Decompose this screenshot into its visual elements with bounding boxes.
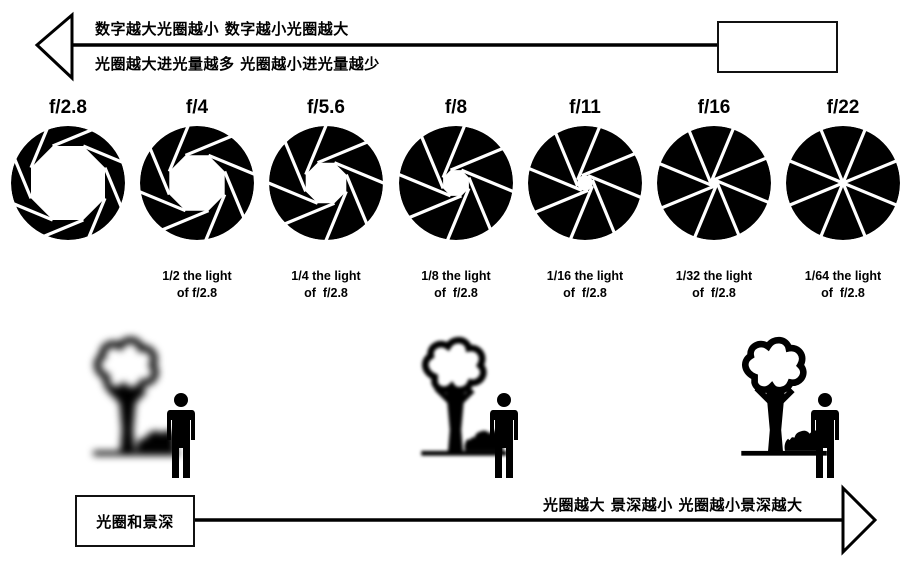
aperture-f5-6-icon [261,118,391,248]
bottom-scale-description: 光圈越大 景深越小 光圈越小景深越大 [543,496,803,514]
dof-title-box: 光圈和景深 [75,495,195,547]
light-caption: 1/8 the light of f/2.8 [421,269,491,300]
dof-title-label: 光圈和景深 [96,512,174,531]
fstop-label: f/8 [444,97,468,118]
fstop-label: f/22 [826,97,860,118]
light-caption: 1/2 the light of f/2.8 [162,269,232,300]
top-scale-end-box [717,21,838,73]
fstop-label: f/11 [569,97,601,118]
aperture-f8-icon [391,118,521,248]
aperture-f4-icon [132,118,262,248]
fstop-label: f/5.6 [306,97,346,118]
light-caption: 1/4 the light of f/2.8 [291,269,361,300]
dof-shallow-tree-icon [93,340,179,455]
fstop-label: f/2.8 [48,97,88,118]
aperture-f11-icon [520,118,650,248]
light-caption: 1/16 the light of f/2.8 [546,269,624,300]
fstop-label: f/4 [185,97,209,118]
light-caption: 1/32 the light of f/2.8 [675,269,753,300]
top-scale-line2: 光圈越大进光量越多 光圈越小进光量越少 [95,55,380,73]
aperture-f22-icon [778,118,907,248]
aperture-f16-icon [649,118,779,248]
light-caption: 1/64 the light of f/2.8 [804,269,882,300]
aperture-f2-8-icon [3,118,133,248]
fstop-label: f/16 [697,97,731,118]
top-scale-line1: 数字越大光圈越小 数字越小光圈越大 [95,20,349,38]
